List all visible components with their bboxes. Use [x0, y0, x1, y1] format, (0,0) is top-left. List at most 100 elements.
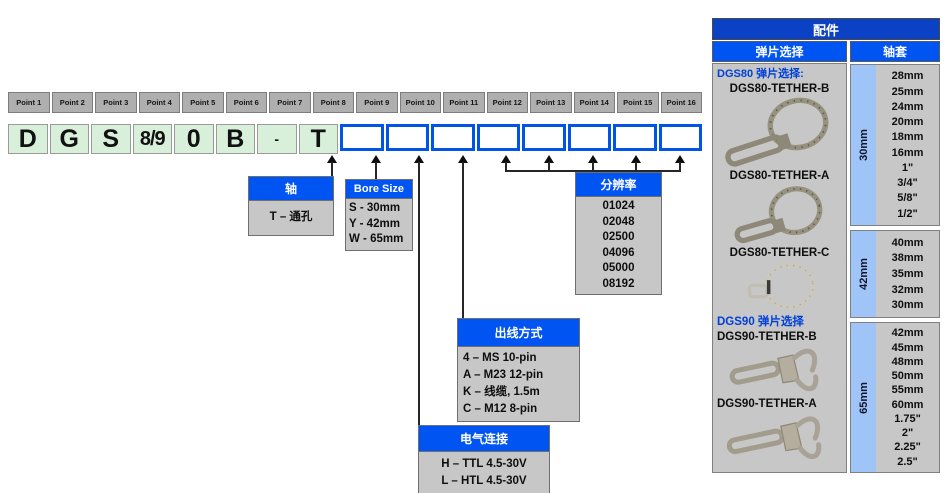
code-box-3: S — [91, 124, 131, 154]
point-label-7: Point 7 — [269, 92, 311, 113]
connector-res-bus — [505, 170, 681, 172]
tether-label-dgs80-a: DGS80-TETHER-A — [729, 170, 830, 182]
code-box-4: 8/9 — [132, 124, 172, 154]
code-box-16-empty — [658, 124, 702, 151]
callout-resolution: 分辨率 01024 02048 02500 04096 05000 08192 — [575, 172, 662, 295]
connector-bore — [375, 162, 377, 179]
electrical-option: L – HTL 4.5-30V — [441, 475, 527, 487]
connector-cable — [462, 162, 464, 318]
callout-electrical: 电气连接 H – TTL 4.5-30V L – HTL 4.5-30V — [418, 425, 550, 493]
sleeve-size: 60mm — [891, 398, 924, 411]
code-box-8: T — [298, 124, 338, 154]
point-label-13: Point 13 — [530, 92, 572, 113]
arrow-up-icon — [631, 155, 641, 163]
point-label-1: Point 1 — [8, 92, 50, 113]
code-box-12-empty — [476, 124, 520, 151]
connector-res-15 — [635, 162, 637, 171]
resolution-option: 02500 — [602, 231, 635, 243]
resolution-option: 04096 — [602, 246, 635, 259]
dgs90-tether-a-image — [717, 412, 842, 464]
dgs90-tether-b-image — [717, 345, 842, 397]
code-box-9-empty — [340, 124, 384, 151]
resolution-option: 05000 — [602, 262, 635, 274]
point-label-4: Point 4 — [138, 92, 180, 113]
code-box-13-empty — [522, 124, 566, 151]
tether-column-header: 弹片选择 — [712, 41, 847, 62]
sleeve-group-65mm: 65mm 42mm 45mm 48mm 50mm 55mm 60mm 1.75"… — [850, 322, 940, 473]
point-label-2: Point 2 — [51, 92, 93, 113]
bore-option: W - 65mm — [349, 233, 404, 245]
code-box-7: - — [257, 124, 297, 154]
sleeve-size: 1.75" — [894, 412, 921, 425]
dgs90-tether-heading: DGS90 弹片选择 — [717, 316, 804, 328]
tether-label-dgs90-b: DGS90-TETHER-B — [717, 331, 817, 343]
connector-res-12 — [505, 162, 507, 171]
sleeve-group-65mm-band: 65mm — [851, 323, 876, 472]
tether-label-dgs80-b: DGS80-TETHER-B — [729, 83, 830, 95]
callout-bore-size-title: Bore Size — [346, 180, 412, 199]
dgs80-tether-a-image — [717, 184, 842, 246]
sleeve-size: 30mm — [891, 299, 924, 312]
point-label-14: Point 14 — [573, 92, 615, 113]
arrow-up-icon — [588, 155, 598, 163]
resolution-option: 01024 — [602, 200, 635, 212]
sleeve-size: 28mm — [891, 70, 924, 83]
point-label-3: Point 3 — [95, 92, 137, 113]
point-label-8: Point 8 — [312, 92, 354, 113]
sleeve-group-30mm-band: 30mm — [851, 65, 876, 225]
tether-label-dgs90-a: DGS90-TETHER-A — [717, 398, 817, 410]
sleeve-size: 2" — [901, 427, 914, 440]
code-box-1: D — [8, 124, 48, 154]
arrow-up-icon — [675, 155, 685, 163]
arrow-up-icon — [501, 155, 511, 163]
callout-shaft-title: 轴 — [249, 177, 333, 201]
tether-column: DGS80 弹片选择: DGS80-TETHER-B DGS80-TETHER-… — [712, 63, 847, 473]
cable-option: A – M23 12-pin — [463, 369, 544, 381]
sleeve-size: 35mm — [891, 267, 924, 280]
accessories-title: 配件 — [712, 18, 940, 40]
cable-option: C – M12 8-pin — [463, 403, 538, 415]
point-label-10: Point 10 — [399, 92, 441, 113]
connector-shaft — [331, 162, 333, 176]
sleeve-size: 20mm — [891, 116, 924, 129]
point-label-12: Point 12 — [486, 92, 528, 113]
dgs80-tether-b-image — [717, 97, 842, 169]
arrow-up-icon — [544, 155, 554, 163]
resolution-option: 02048 — [602, 215, 635, 228]
point-label-9: Point 9 — [356, 92, 398, 113]
code-box-15-empty — [613, 124, 657, 151]
point-label-6: Point 6 — [225, 92, 267, 113]
electrical-option: H – TTL 4.5-30V — [441, 458, 527, 470]
callout-resolution-title: 分辨率 — [576, 173, 661, 197]
arrow-up-icon — [327, 155, 337, 163]
point-label-5: Point 5 — [182, 92, 224, 113]
sleeve-size: 2.5" — [897, 455, 918, 468]
sleeve-group-42mm-band: 42mm — [851, 231, 876, 317]
dgs80-tether-c-image — [717, 261, 842, 315]
sleeve-group-42mm-label: 42mm — [857, 258, 870, 290]
sleeve-size: 25mm — [891, 85, 924, 98]
sleeve-size: 16mm — [891, 146, 924, 159]
code-letter-row: D G S 8/9 0 B - T — [8, 124, 702, 154]
sleeve-size: 32mm — [891, 283, 924, 296]
resolution-option: 08192 — [602, 277, 635, 290]
sleeve-group-65mm-label: 65mm — [857, 381, 870, 414]
point-label-16: Point 16 — [660, 92, 702, 113]
sleeve-size: 1/2" — [897, 207, 918, 220]
sleeve-size: 42mm — [891, 327, 924, 340]
sleeve-group-30mm-label: 30mm — [857, 129, 870, 161]
dgs80-tether-heading: DGS80 弹片选择: — [717, 68, 804, 80]
arrow-up-icon — [371, 155, 381, 163]
sleeve-size: 40mm — [891, 236, 924, 249]
callout-cable-outlet: 出线方式 4 – MS 10-pin A – M23 12-pin K – 线缆… — [457, 318, 580, 422]
point-label-11: Point 11 — [443, 92, 485, 113]
connector-electrical — [418, 162, 420, 425]
connector-res-16 — [679, 162, 681, 171]
cable-option: 4 – MS 10-pin — [463, 352, 537, 364]
point-label-row: Point 1 Point 2 Point 3 Point 4 Point 5 … — [8, 92, 702, 113]
code-box-6: B — [215, 124, 255, 154]
accessories-panel: 配件 弹片选择 轴套 DGS80 弹片选择: DGS80-TETHER-B DG… — [712, 18, 942, 475]
cable-option: K – 线缆, 1.5m — [463, 386, 540, 398]
sleeve-size: 2.25" — [894, 441, 921, 454]
callout-electrical-title: 电气连接 — [419, 426, 549, 452]
